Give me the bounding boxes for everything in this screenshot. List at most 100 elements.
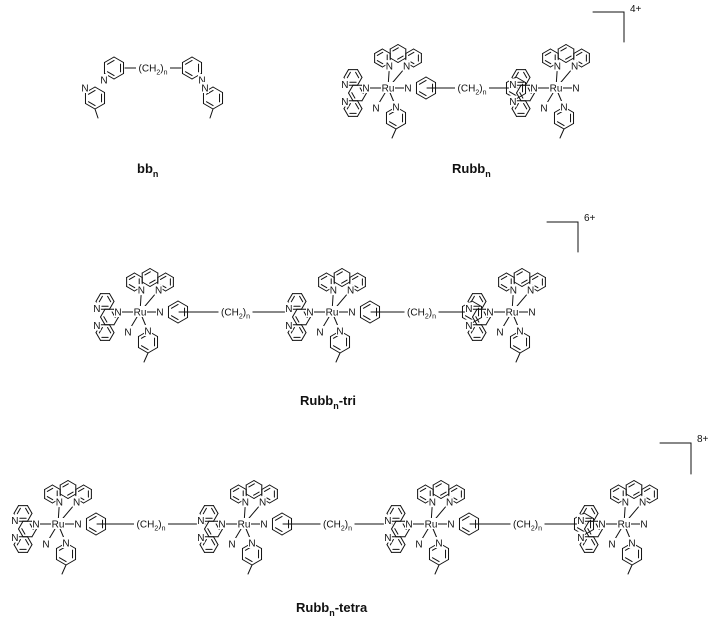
bond (419, 487, 427, 492)
bond (612, 487, 620, 492)
tetra-u3-n3: N (405, 520, 412, 531)
rubb-u1-n5-mask (404, 82, 412, 93)
bond (471, 317, 483, 324)
tetra-u2-phen-side-n2-mask (196, 531, 205, 543)
tetra-u1-n6: N (62, 539, 69, 550)
bond (593, 544, 599, 553)
tri-u1-n3-mask (114, 306, 122, 317)
bond (359, 300, 371, 307)
bond (523, 71, 528, 79)
bond (107, 326, 112, 334)
tetra-u1-n5-mask (74, 518, 82, 529)
tetra-u4-phen-side-n2-mask (576, 531, 585, 543)
bond (126, 272, 135, 278)
bond (461, 515, 470, 521)
bond (207, 528, 212, 535)
bond (25, 507, 30, 515)
tri-u3-phen-top-n1: N (510, 286, 517, 297)
charge-bracket-tri: 6+ (546, 213, 596, 253)
tetra-u3-n5: N (447, 520, 454, 531)
bond (59, 493, 69, 499)
bond (271, 512, 283, 519)
tri-u1-n6: N (144, 327, 151, 338)
tri-u2-n5: N (348, 308, 355, 319)
bond (440, 491, 447, 496)
bond (591, 507, 596, 515)
tetra-linker1: (CH2)n (137, 520, 166, 533)
bond (318, 286, 327, 292)
bond (305, 316, 311, 326)
bond (394, 528, 399, 535)
bond (263, 487, 271, 492)
bond (85, 529, 97, 536)
tri-u3-n3-mask (486, 306, 494, 317)
svg-text:6+: 6+ (584, 213, 596, 224)
bond (516, 84, 522, 94)
bond (388, 121, 397, 127)
bond (521, 279, 528, 284)
bond (299, 326, 304, 334)
tetra-u3-n4: N (415, 540, 422, 551)
bond (425, 93, 437, 100)
bb-linker-mask (136, 61, 170, 75)
tetra-u3-ru-mask (424, 518, 438, 529)
bond (287, 293, 293, 302)
rubb-u2-phen-top-n2-mask (570, 60, 579, 72)
bond (400, 512, 406, 522)
bond (336, 271, 343, 276)
bond (27, 512, 33, 522)
bond (641, 484, 651, 490)
bond (361, 92, 367, 102)
bond (376, 60, 384, 65)
bond (159, 275, 167, 280)
rubb-u2-ru: Ru (550, 84, 563, 95)
bond (511, 69, 517, 78)
bond (94, 108, 99, 119)
bond (628, 483, 635, 488)
bond (147, 347, 159, 354)
tri-u3-n5: N (528, 308, 535, 319)
bond (67, 493, 77, 499)
bond (62, 483, 69, 488)
bond (87, 89, 96, 95)
tetra-u4-n3-mask (598, 518, 606, 529)
tetra-u3-phen-top-n2-mask (445, 496, 454, 508)
bond (525, 69, 531, 78)
tri-u3-n5-mask (528, 306, 536, 317)
bond (202, 507, 207, 515)
bond (389, 507, 394, 515)
bond (349, 272, 359, 278)
bond (94, 86, 106, 93)
bond (556, 121, 565, 127)
bb-n1: N (100, 76, 107, 87)
tri-u2-n6: N (336, 327, 343, 338)
bond (515, 352, 521, 363)
rubb-u1-ru: Ru (382, 84, 395, 95)
bond (521, 268, 531, 274)
tri-u2-phen-side-n2: N (285, 321, 292, 332)
tetra-u2-ru: Ru (238, 520, 251, 531)
tetra-u2-ru-mask (237, 518, 251, 529)
rubb-u1-n3: N (362, 84, 369, 95)
tetra-u1-phen-side-n1-mask (10, 514, 19, 526)
bond (627, 564, 633, 575)
bond (113, 316, 119, 326)
bond (374, 48, 383, 54)
bond (320, 275, 328, 280)
tetra-u3-phen-top-n1: N (429, 498, 436, 509)
bond (515, 76, 527, 83)
bond (177, 300, 189, 307)
bond (269, 498, 278, 504)
bond (103, 56, 115, 63)
tri-u3-n6-mask (516, 325, 524, 336)
bond (633, 480, 643, 486)
bond (357, 286, 366, 292)
bond (205, 89, 214, 95)
tetra-u2-phen-side-n2: N (197, 533, 204, 544)
bond (55, 559, 67, 566)
tetra-u1-n5: N (74, 520, 81, 531)
bond (140, 345, 149, 351)
bond (253, 493, 263, 499)
tetra-u3-phen-side-n2: N (384, 533, 391, 544)
tri-u2-phen-side-n1: N (285, 304, 292, 315)
